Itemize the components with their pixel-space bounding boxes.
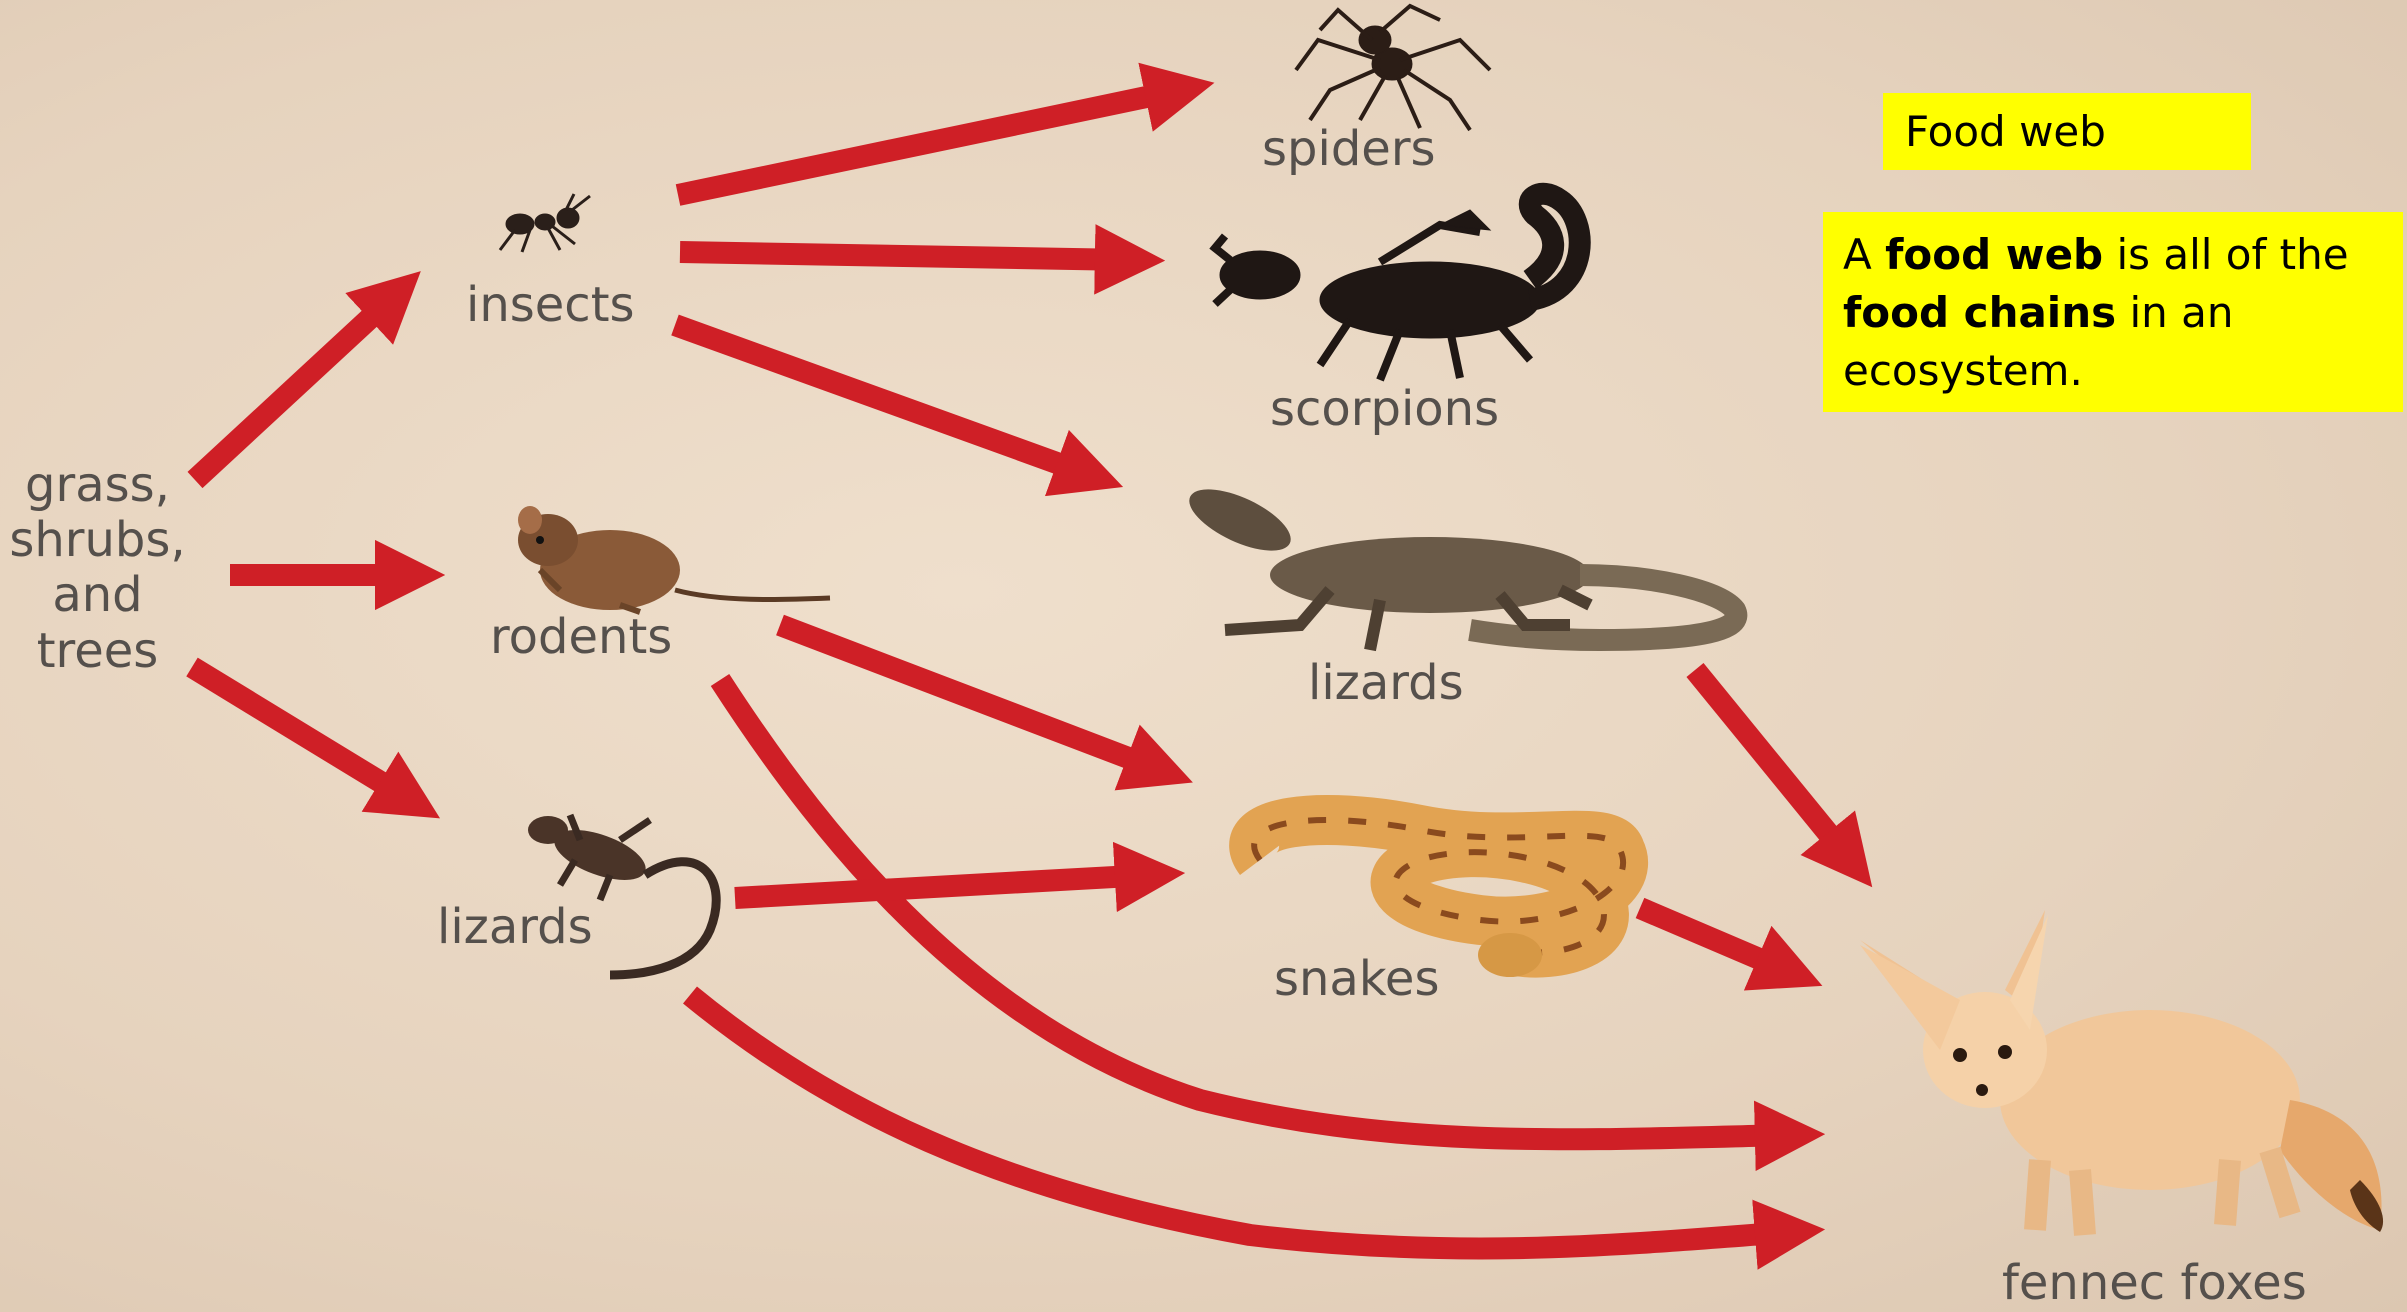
title-box: Food web	[1883, 93, 2251, 170]
label-fennec-foxes: fennec foxes	[2002, 1256, 2307, 1311]
producers-line-3: and	[0, 568, 195, 623]
arrow-snakes-to-foxes	[1640, 908, 1790, 972]
arrow-rodents-to-snakes	[780, 625, 1160, 770]
producers-line-2: shrubs,	[0, 513, 195, 568]
definition-part-1: A	[1843, 230, 1885, 279]
label-snakes: snakes	[1274, 952, 1439, 1007]
monitor-lizard-icon	[1181, 477, 1737, 650]
arrow-monitor-to-foxes	[1695, 670, 1850, 860]
ant-icon	[500, 194, 590, 252]
mouse-icon	[518, 506, 830, 612]
producers-line-1: grass,	[0, 458, 195, 513]
arrow-insects-to-spiders	[678, 90, 1180, 195]
arrow-rodents-to-foxes	[720, 680, 1790, 1139]
producers-line-4: trees	[0, 624, 195, 679]
label-lizards-left: lizards	[437, 900, 593, 955]
arrow-producers-to-lizards	[192, 667, 410, 800]
fox-icon	[1860, 910, 2383, 1235]
definition-box: A food web is all of the food chains in …	[1823, 212, 2403, 412]
spider-icon	[1296, 6, 1490, 130]
arrow-insects-to-scorpions	[680, 252, 1130, 260]
arrow-insects-to-lizards	[675, 325, 1090, 475]
definition-part-2: is all of the	[2103, 230, 2348, 279]
label-producers: grass, shrubs, and trees	[0, 458, 195, 679]
label-scorpions: scorpions	[1270, 382, 1499, 437]
scorpion-icon	[1215, 194, 1580, 380]
label-lizards-right: lizards	[1308, 656, 1464, 711]
label-rodents: rodents	[490, 610, 672, 665]
arrow-lizards-to-foxes	[690, 995, 1790, 1248]
arrows	[192, 90, 1850, 1248]
definition-bold-1: food web	[1885, 230, 2103, 279]
title-text: Food web	[1905, 107, 2106, 156]
arrow-producers-to-insects	[195, 295, 395, 480]
label-spiders: spiders	[1262, 122, 1436, 177]
label-insects: insects	[466, 278, 635, 333]
definition-bold-2: food chains	[1843, 288, 2116, 337]
arrow-lizards-to-snakes	[735, 875, 1150, 898]
